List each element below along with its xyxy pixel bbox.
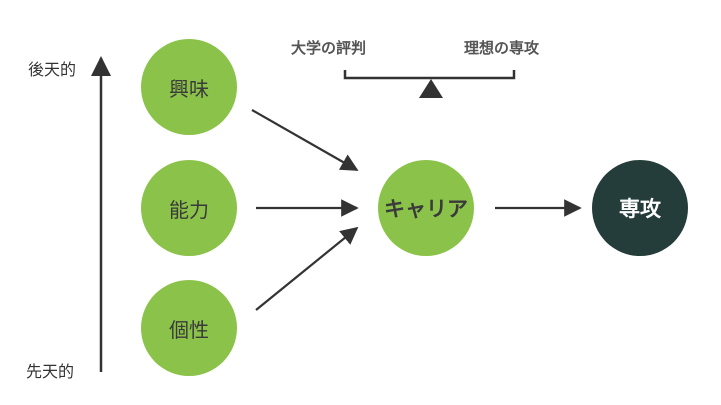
axis-top-label: 後天的 [28, 60, 77, 79]
balance-right-label: 理想の専攻 [464, 39, 540, 57]
axis-bottom-label: 先天的 [26, 362, 75, 381]
factor-personality-circle: 個性 [141, 280, 237, 376]
major-circle: 専攻 [592, 160, 688, 256]
balance-left-label: 大学の評判 [291, 39, 367, 57]
balance-beam [343, 70, 516, 80]
factor-interest-circle: 興味 [141, 39, 237, 135]
career-circle: キャリア [378, 160, 474, 256]
balance-fulcrum [419, 79, 443, 98]
arrow-interest-to-career [251, 109, 359, 171]
factor-ability-circle: 能力 [141, 160, 237, 256]
arrow-personality-to-career [255, 226, 359, 311]
